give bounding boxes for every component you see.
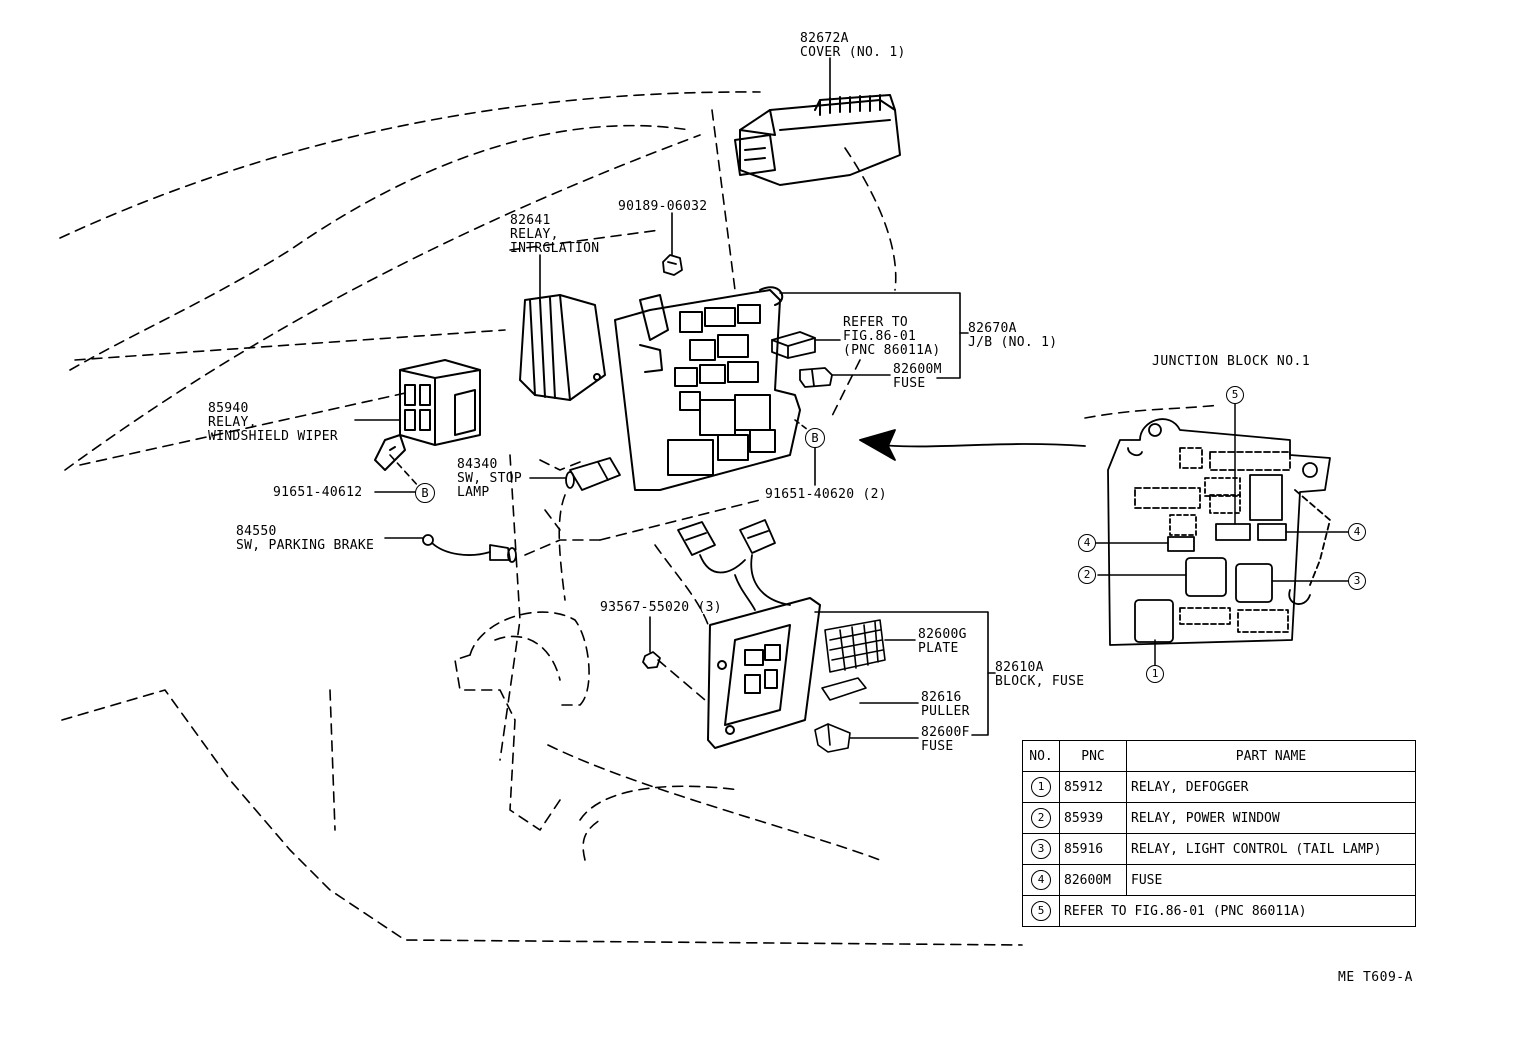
vehicle-outline [59, 91, 1221, 946]
inset-callout-4-left: 4 [1078, 534, 1096, 552]
wiper-line2: WINDSHIELD WIPER [208, 429, 339, 444]
row-number: 5 [1031, 901, 1051, 921]
figure-code: ME T609-A [1338, 970, 1413, 985]
row-part-name: FUSE [1126, 864, 1416, 896]
relay-int-pnc: 82641 [510, 213, 551, 228]
header-part-name: PART NAME [1126, 740, 1416, 772]
plate-pnc: 82600G [918, 627, 967, 642]
row-part-name: RELAY, DEFOGGER [1126, 771, 1416, 803]
relay-int-line2: INTRGLATION [510, 241, 600, 256]
header-no: NO. [1022, 740, 1060, 772]
refer-line2: FIG.86-01 [843, 329, 917, 344]
stop-lamp-switch-drawing [565, 457, 621, 491]
relay-interglation-drawing [519, 294, 606, 401]
bolt-pnc: 90189-06032 [618, 199, 708, 214]
inset-callout-4-right: 4 [1348, 523, 1366, 541]
jb-bracket [779, 292, 961, 379]
row-part-name: REFER TO FIG.86-01 (PNC 86011A) [1059, 895, 1416, 927]
inset-callout-1: 1 [1146, 665, 1164, 683]
puller-drawing [821, 677, 867, 701]
clip-left-pnc: 91651-40612 [273, 485, 363, 500]
junction-block-inset-drawing [1107, 418, 1331, 646]
refer-line3: (PNC 86011A) [843, 343, 941, 358]
inset-callout-3: 3 [1348, 572, 1366, 590]
row-pnc: 85939 [1059, 802, 1127, 834]
fuse-f-pnc: 82600F [921, 725, 970, 740]
refer-box-drawing [771, 331, 816, 359]
row-number: 4 [1031, 870, 1051, 890]
block-pnc: 82610A [995, 660, 1044, 675]
steering-column-outline [454, 611, 590, 831]
fuse-m-pnc: 82600M [893, 362, 942, 377]
row-part-name: RELAY, LIGHT CONTROL (TAIL LAMP) [1126, 833, 1416, 865]
junction-block-title: JUNCTION BLOCK NO.1 [1152, 354, 1311, 369]
parts-table-header: NO. PNC PART NAME [1022, 740, 1416, 772]
fuse-block-drawing [707, 597, 821, 749]
inset-leaders [1095, 403, 1349, 666]
wiper-line1: RELAY, [208, 415, 257, 430]
cover-name: COVER (NO. 1) [800, 45, 906, 60]
clip-right-callout: B [805, 428, 825, 448]
fuse-block-wiring-drawing [677, 519, 791, 611]
stop-line1: SW, STOP [457, 471, 523, 486]
inset-callout-5: 5 [1226, 386, 1244, 404]
jb-pnc: 82670A [968, 321, 1017, 336]
fuse-82600m-drawing [799, 367, 833, 388]
relay-int-line1: RELAY, [510, 227, 559, 242]
arrow-to-inset [859, 429, 1086, 461]
parking-brake-switch-drawing [422, 534, 517, 563]
row-pnc: 85912 [1059, 771, 1127, 803]
clip-right-dash [794, 419, 809, 431]
wiper-pnc: 85940 [208, 401, 249, 416]
nut-drawing [642, 651, 661, 669]
parking-pnc: 84550 [236, 524, 277, 539]
row-pnc: 82600M [1059, 864, 1127, 896]
row-number: 2 [1031, 808, 1051, 828]
puller-name: PULLER [921, 704, 970, 719]
bolt-drawing [662, 254, 683, 276]
table-row: 2 85939 RELAY, POWER WINDOW [1022, 802, 1416, 834]
table-row: 3 85916 RELAY, LIGHT CONTROL (TAIL LAMP) [1022, 833, 1416, 865]
block-name: BLOCK, FUSE [995, 674, 1085, 689]
cover-no1-drawing [734, 94, 901, 186]
row-number: 3 [1031, 839, 1051, 859]
wiper-dash [389, 454, 421, 489]
plate-drawing [824, 619, 886, 673]
row-number: 1 [1031, 777, 1051, 797]
row-pnc: 85916 [1059, 833, 1127, 865]
table-row: 4 82600M FUSE [1022, 864, 1416, 896]
plate-name: PLATE [918, 641, 959, 656]
clip-left-callout: B [415, 483, 435, 503]
stop-line2: LAMP [457, 485, 490, 500]
fuse-f-name: FUSE [921, 739, 954, 754]
clip-right-pnc: 91651-40620 (2) [765, 487, 887, 502]
table-row: 5 REFER TO FIG.86-01 (PNC 86011A) [1022, 895, 1416, 927]
stop-pnc: 84340 [457, 457, 498, 472]
header-pnc: PNC [1059, 740, 1127, 772]
jb-name: J/B (NO. 1) [968, 335, 1058, 350]
puller-pnc: 82616 [921, 690, 962, 705]
fuse-m-name: FUSE [893, 376, 926, 391]
cover-pnc: 82672A [800, 31, 849, 46]
fuse-82600f-drawing [814, 723, 851, 753]
row-part-name: RELAY, POWER WINDOW [1126, 802, 1416, 834]
wiper-relay-drawing [374, 359, 481, 471]
inset-callout-2: 2 [1078, 566, 1096, 584]
parking-name: SW, PARKING BRAKE [236, 538, 375, 553]
parts-table: NO. PNC PART NAME 1 85912 RELAY, DEFOGGE… [1022, 740, 1416, 927]
table-row: 1 85912 RELAY, DEFOGGER [1022, 771, 1416, 803]
junction-block-drawing [614, 286, 801, 491]
nut-pnc: 93567-55020 (3) [600, 600, 722, 615]
refer-line1: REFER TO [843, 315, 909, 330]
